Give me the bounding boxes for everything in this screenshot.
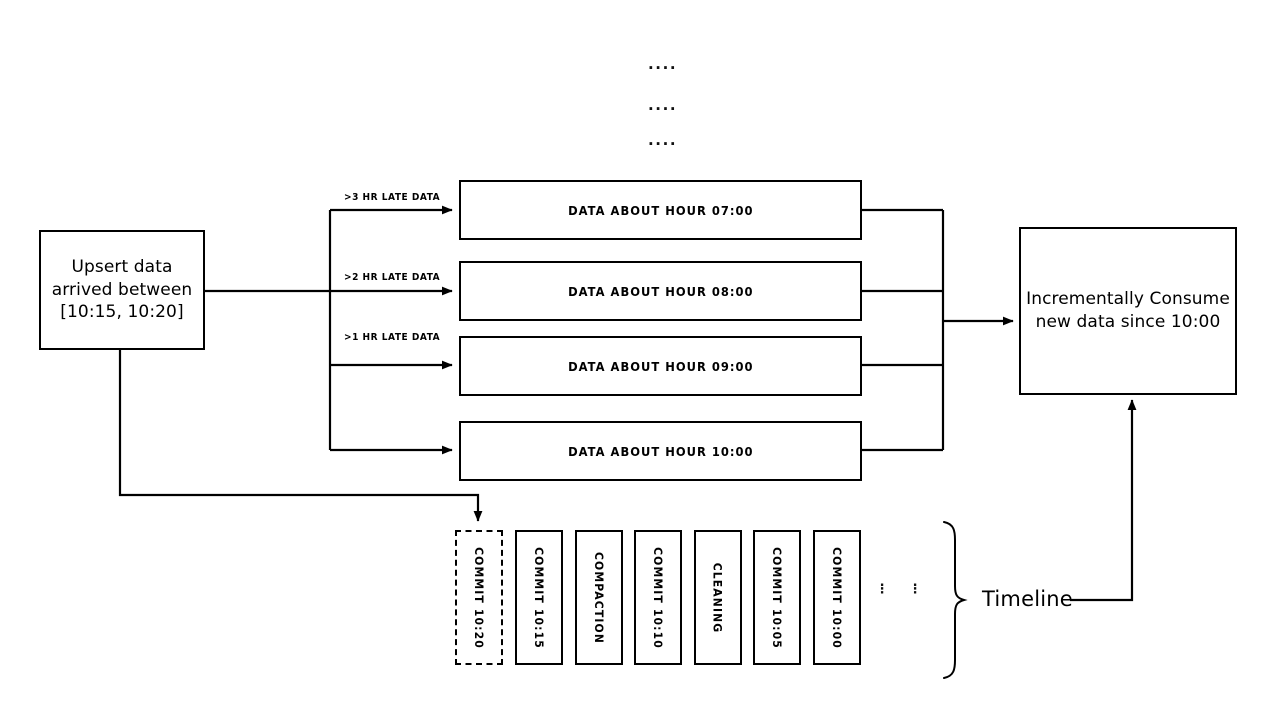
consumer-box-text: Incrementally Consume new data since 10:… [1026,288,1230,334]
timeline-box-commit-1010[interactable]: COMMIT 10:10 [634,530,682,665]
source-box-line-3: [10:15, 10:20] [60,302,184,323]
timeline-box-compaction[interactable]: COMPACTION [575,530,623,665]
timeline-ellipsis-1: ⋮ [875,582,889,597]
edge-label-late-3hr: >3 HR LATE DATA [344,192,441,203]
hour-box-08[interactable]: DATA ABOUT HOUR 08:00 [459,261,862,321]
timeline-box-commit-1015[interactable]: COMMIT 10:15 [515,530,563,665]
edge-label-late-2hr: >2 HR LATE DATA [344,272,441,283]
hour-box-10-label: DATA ABOUT HOUR 10:00 [567,443,754,459]
timeline-box-cleaning[interactable]: CLEANING [694,530,742,665]
consumer-box[interactable]: Incrementally Consume new data since 10:… [1019,227,1237,395]
ellipsis-row-2: .... [648,96,678,114]
timeline-box-commit-1010-label: COMMIT 10:10 [651,546,665,649]
source-box[interactable]: Upsert data arrived between [10:15, 10:2… [39,230,205,350]
hour-box-07-label: DATA ABOUT HOUR 07:00 [567,202,754,218]
timeline-box-commit-1005-label: COMMIT 10:05 [770,546,784,649]
hour-box-07[interactable]: DATA ABOUT HOUR 07:00 [459,180,862,240]
ellipsis-row-1: .... [648,55,678,73]
consumer-box-line-1: Incrementally Consume [1026,289,1230,310]
ellipsis-row-3: .... [648,131,678,149]
timeline-box-commit-1000[interactable]: COMMIT 10:00 [813,530,861,665]
timeline-box-commit-1020[interactable]: COMMIT 10:20 [455,530,503,665]
source-box-text: Upsert data arrived between [10:15, 10:2… [52,256,193,325]
timeline-box-cleaning-label: CLEANING [711,562,725,633]
source-box-line-1: Upsert data [71,256,173,277]
timeline-box-compaction-label: COMPACTION [592,551,606,644]
timeline-brace-icon [943,521,968,679]
consumer-box-line-2: new data since 10:00 [1035,312,1221,332]
wire-source-to-timeline [118,350,483,522]
edge-label-late-1hr: >1 HR LATE DATA [344,332,441,343]
timeline-box-commit-1000-label: COMMIT 10:00 [830,546,844,649]
hour-box-08-label: DATA ABOUT HOUR 08:00 [567,283,754,299]
wire-timeline-to-consumer [1070,399,1137,602]
timeline-box-commit-1005[interactable]: COMMIT 10:05 [753,530,801,665]
hour-box-09-label: DATA ABOUT HOUR 09:00 [567,358,754,374]
timeline-box-commit-1015-label: COMMIT 10:15 [532,546,546,649]
timeline-ellipsis-2: ⋮ [908,582,922,597]
timeline-box-commit-1020-label: COMMIT 10:20 [472,546,486,649]
hour-box-10[interactable]: DATA ABOUT HOUR 10:00 [459,421,862,481]
timeline-label: Timeline [982,587,1073,611]
source-box-line-2: arrived between [51,279,193,300]
hour-box-09[interactable]: DATA ABOUT HOUR 09:00 [459,336,862,396]
